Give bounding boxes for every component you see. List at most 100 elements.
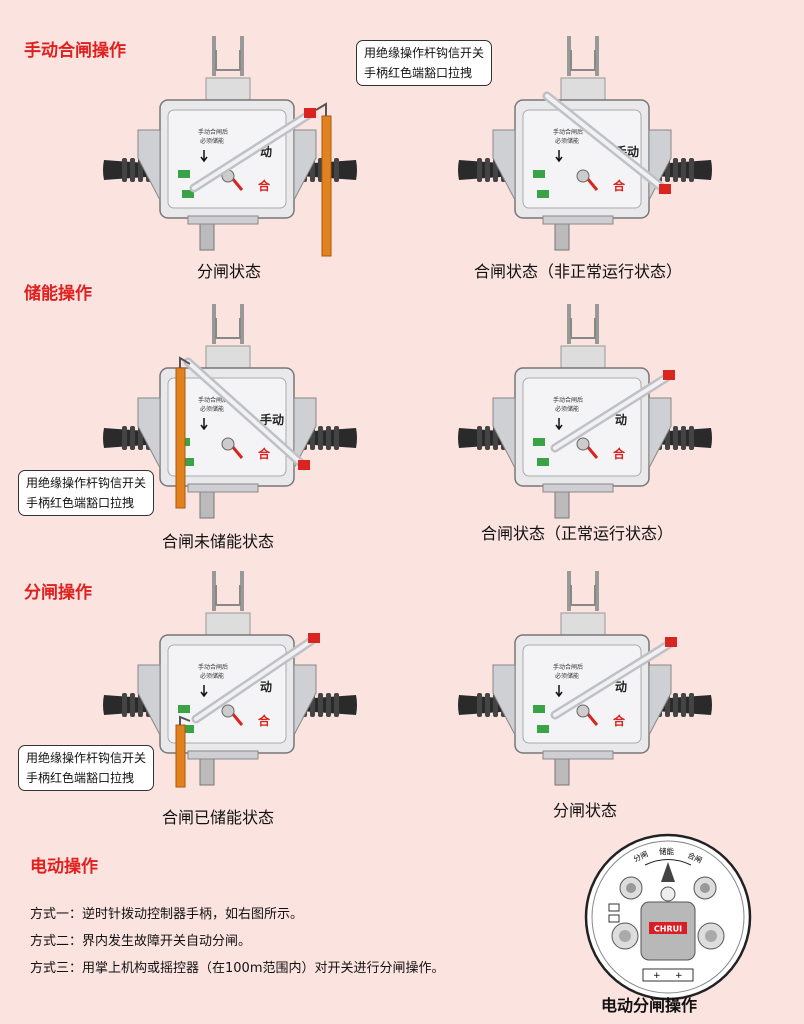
caption-panel-1: 分闸状态 [197, 262, 262, 281]
top-cover [205, 612, 251, 636]
left-bracket [137, 397, 161, 469]
right-bracket [648, 397, 672, 469]
method-3: 方式三：用掌上机构或摇控器（在100m范围内）对开关进行分闸操作。 [30, 961, 445, 976]
top-terminal [212, 36, 216, 76]
controller-handle-icon [661, 862, 675, 882]
indicator-hub [221, 704, 235, 718]
motor-controller-diagram: 分闸 储能 合闸 CHRUI + + [584, 833, 752, 1001]
bushing-rib [485, 693, 490, 717]
bushing-rib [334, 426, 339, 450]
operating-handle-highlight [192, 112, 312, 190]
terminal-bracket [215, 318, 241, 339]
red-indicator-arrow [585, 712, 599, 726]
bushing-rib [673, 426, 678, 450]
panel-text-line1: 手动合闸后 [198, 128, 228, 136]
handle-red-end [298, 460, 310, 470]
green-tag [182, 725, 194, 733]
terminal-bracket [215, 585, 241, 606]
caption-panel-2: 合闸状态（非正常运行状态） [474, 262, 683, 281]
bushing-rib [673, 158, 678, 182]
handle-red-end [659, 184, 671, 194]
bushing-rib [122, 426, 127, 450]
bushing-rib [122, 158, 127, 182]
panel-text-line1: 手动合闸后 [198, 663, 228, 671]
bushing-rib [673, 693, 678, 717]
bushing-rib [130, 426, 135, 450]
green-tag [537, 458, 549, 466]
svg-text:+: + [675, 971, 683, 981]
electric-figure-caption: 电动分闸操作 [601, 996, 698, 1015]
down-arrow-icon [200, 685, 208, 698]
left-bracket [492, 129, 516, 201]
svg-text:+: + [653, 971, 661, 981]
panel-text-line2: 必须储能 [200, 137, 224, 145]
top-terminal [212, 571, 216, 611]
handle-red-end [663, 370, 675, 380]
insulating-rod [321, 115, 332, 257]
callout-line1: 用绝缘操作杆钩信开关 [364, 46, 485, 60]
section-title-energy-storage: 储能操作 [24, 284, 92, 304]
handle-red-end [308, 633, 320, 643]
section-title-manual-open: 分闸操作 [24, 583, 92, 603]
top-terminal [567, 571, 571, 611]
insulating-rod [175, 367, 186, 509]
rod-hook [179, 356, 191, 368]
left-bracket [492, 397, 516, 469]
right-bracket [648, 664, 672, 736]
close-knob-label: 合 [258, 446, 271, 461]
side-label: 动 [615, 680, 627, 694]
side-label: 动 [260, 680, 272, 694]
bushing-rib [681, 693, 686, 717]
terminal-bracket [215, 50, 241, 71]
method-1: 方式一：逆时针拨动控制器手柄，如右图所示。 [30, 907, 304, 922]
bushing-rib [485, 426, 490, 450]
green-tag [537, 725, 549, 733]
green-tag [178, 170, 190, 178]
top-terminal [240, 36, 244, 76]
section-title-manual-close: 手动合闸操作 [24, 41, 126, 61]
close-knob-label: 合 [258, 178, 271, 193]
operating-handle-highlight [545, 94, 667, 192]
rod-hook [179, 715, 191, 725]
bushing-rib [681, 426, 686, 450]
caption-panel-5: 合闸已储能状态 [162, 808, 275, 827]
bushing-rib [477, 426, 482, 450]
green-tag [182, 458, 194, 466]
down-arrow-icon [555, 685, 563, 698]
top-cover [560, 612, 606, 636]
red-indicator-arrow [230, 445, 244, 459]
section-title-electric: 电动操作 [30, 857, 98, 877]
panel-text-line1: 手动合闸后 [198, 396, 228, 404]
callout-hook-instruction: 用绝缘操作杆钩信开关 手柄红色端豁口拉拽 [18, 745, 155, 791]
top-terminal [240, 571, 244, 611]
front-panel [522, 109, 642, 209]
handle-red-end [665, 637, 677, 647]
operating-handle-highlight [553, 374, 671, 450]
red-indicator-arrow [230, 177, 244, 191]
side-label: 手动 [260, 412, 284, 427]
right-bracket [293, 129, 317, 201]
top-cover [205, 345, 251, 369]
front-panel [167, 377, 287, 477]
caption-panel-6: 分闸状态 [553, 801, 618, 820]
terminal-bracket [570, 318, 596, 339]
terminal-bracket [570, 50, 596, 71]
indicator-hub [576, 437, 590, 451]
bushing-rib [334, 693, 339, 717]
base-plate [542, 750, 614, 760]
base-plate [542, 215, 614, 225]
controller-label-store: 储能 [659, 846, 674, 856]
top-terminal [595, 304, 599, 344]
green-tag [533, 170, 545, 178]
close-knob-label: 合 [258, 713, 271, 728]
panel-text-line1: 手动合闸后 [553, 663, 583, 671]
operating-handle-highlight [553, 641, 673, 717]
bushing-rib [477, 158, 482, 182]
bushing-rib [485, 158, 490, 182]
panel-text-line2: 必须储能 [555, 672, 579, 680]
left-bracket [137, 664, 161, 736]
caption-panel-3: 合闸未储能状态 [162, 532, 275, 551]
bushing-rib [130, 158, 135, 182]
